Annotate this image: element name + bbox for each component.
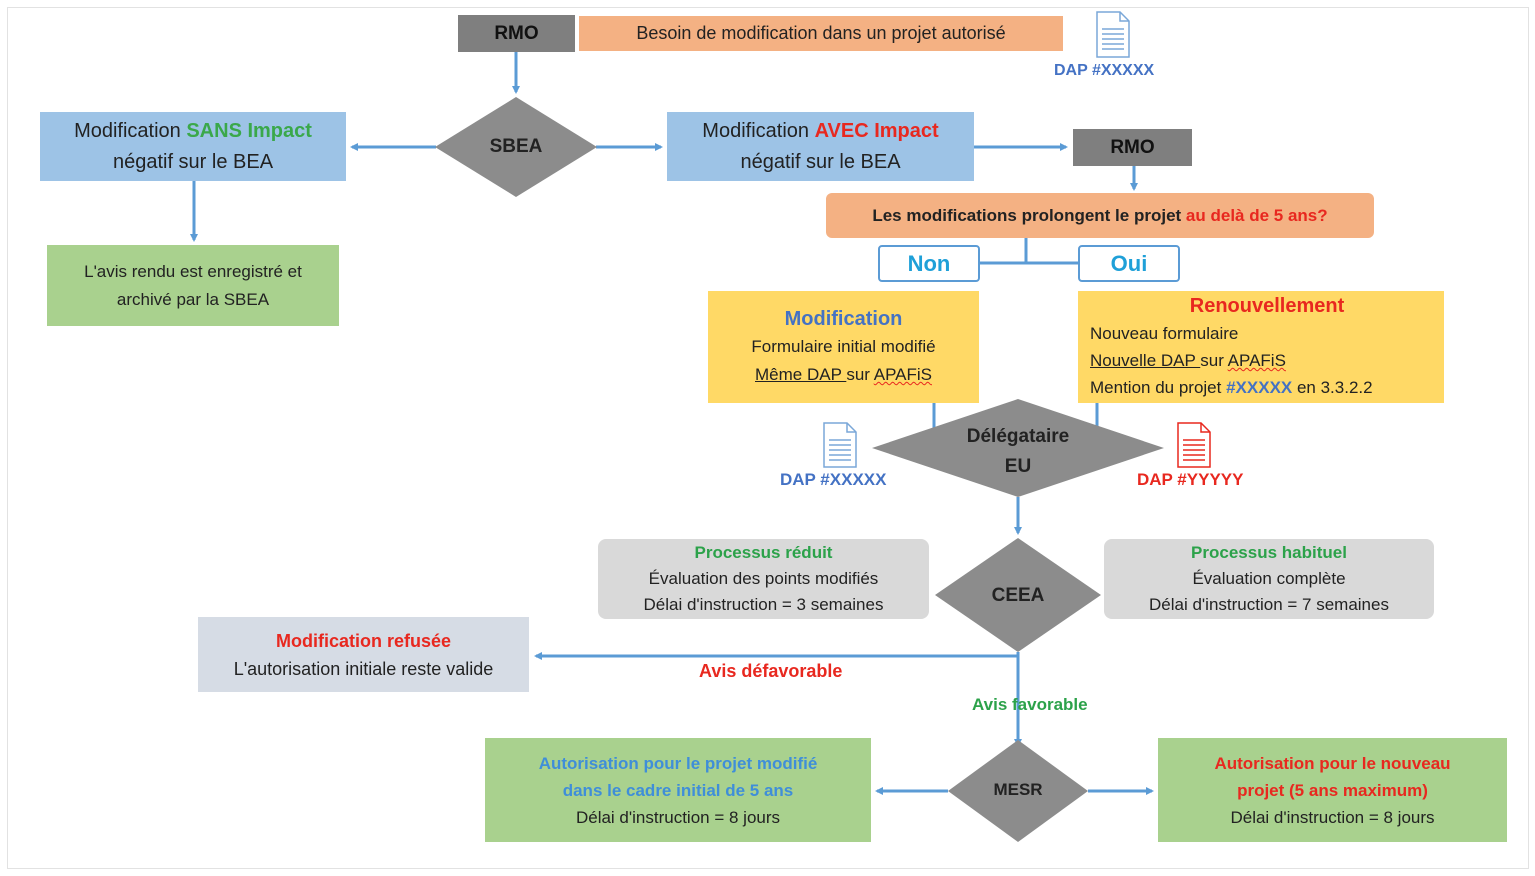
sans-impact-line1: Modification SANS Impact: [74, 116, 312, 147]
autorisation-nouveau-line1: Autorisation pour le nouveau: [1214, 753, 1451, 773]
avis-defavorable-label: Avis défavorable: [699, 661, 843, 681]
modification-title: Modification: [784, 308, 903, 330]
non-label: Non: [907, 250, 951, 276]
document-icon-top: [1096, 11, 1130, 58]
sans-impact-box: Modification SANS Impact négatif sur le …: [40, 112, 346, 181]
processus-reduit-line2: Délai d'instruction = 3 semaines: [643, 595, 884, 614]
modification-refusee-title: Modification refusée: [275, 630, 452, 651]
sans-impact-line2: négatif sur le BEA: [112, 150, 274, 173]
rmo-top-box: RMO: [458, 15, 575, 52]
modification-refusee-box: Modification refusée L'autorisation init…: [198, 617, 529, 692]
question-pre: Les modifications prolongent le projet: [872, 205, 1186, 225]
need-label: Besoin de modification dans un projet au…: [636, 23, 1006, 43]
processus-habituel-box: Processus habituel Évaluation complète D…: [1104, 539, 1434, 619]
renouvellement-line3-post: en 3.3.2.2: [1292, 378, 1373, 397]
diamond-mesr: [948, 740, 1088, 842]
avis-rendu-box: L'avis rendu est enregistré et archivé p…: [47, 245, 339, 326]
oui-label: Oui: [1110, 250, 1148, 276]
avec-impact-emph: AVEC Impact: [814, 119, 939, 142]
autorisation-modifie-line2: dans le cadre initial de 5 ans: [562, 780, 794, 800]
rmo-top-label: RMO: [494, 22, 539, 44]
autorisation-nouveau-box: Autorisation pour le nouveau projet (5 a…: [1158, 738, 1507, 842]
processus-reduit-title: Processus réduit: [694, 543, 833, 562]
diamond-delegataire: [872, 399, 1164, 497]
modification-line2-mid: sur: [846, 365, 874, 384]
document-icon-left: [823, 422, 857, 468]
non-box: Non: [878, 245, 980, 282]
dap-left-label: DAP #XXXXX: [780, 470, 887, 489]
sans-impact-pre: Modification: [74, 119, 187, 142]
renouvellement-line1: Nouveau formulaire: [1090, 324, 1239, 343]
dap-top-label: DAP #XXXXX: [1054, 62, 1155, 79]
avec-impact-line1: Modification AVEC Impact: [702, 116, 938, 147]
renouvellement-title: Renouvellement: [1189, 295, 1345, 317]
mesr-label: MESR: [993, 780, 1043, 799]
document-icon-right: [1177, 422, 1211, 468]
renouvellement-box: Renouvellement Nouveau formulaire Nouvel…: [1078, 291, 1444, 403]
processus-habituel-line1: Évaluation complète: [1192, 569, 1346, 588]
modification-refusee-line1: L'autorisation initiale reste valide: [233, 658, 494, 679]
renouvellement-line3-emph: #XXXXX: [1226, 378, 1293, 397]
avec-impact-pre: Modification: [702, 119, 815, 142]
diamond-sbea: [435, 97, 597, 197]
autorisation-modifie-box: Autorisation pour le projet modifié dans…: [485, 738, 871, 842]
avis-rendu-line1: L'avis rendu est enregistré et: [84, 261, 302, 281]
renouvellement-line2-underlined: Nouvelle DAP: [1090, 351, 1201, 370]
renouvellement-line3-pre: Mention du projet: [1090, 378, 1227, 397]
renouvellement-line2: Nouvelle DAP sur APAFiS: [1090, 347, 1286, 374]
modification-line2: Même DAP sur APAFiS: [755, 361, 932, 389]
processus-habituel-title: Processus habituel: [1191, 543, 1347, 562]
rmo-second-box: RMO: [1073, 129, 1192, 166]
need-box: Besoin de modification dans un projet au…: [579, 16, 1063, 51]
processus-reduit-line1: Évaluation des points modifiés: [648, 569, 879, 588]
avis-rendu-line2: archivé par la SBEA: [116, 289, 270, 309]
modification-line1: Formulaire initial modifié: [751, 337, 936, 356]
sbea-label: SBEA: [489, 136, 543, 157]
avec-impact-line2: négatif sur le BEA: [740, 150, 901, 173]
modification-line2-underlined: Même DAP: [755, 365, 847, 384]
delegataire-line1: Délégataire: [966, 426, 1070, 447]
sans-impact-emph: SANS Impact: [186, 119, 312, 142]
renouvellement-line3: Mention du projet #XXXXX en 3.3.2.2: [1090, 374, 1373, 401]
question-line: Les modifications prolongent le projet a…: [872, 206, 1327, 226]
autorisation-modifie-line1: Autorisation pour le projet modifié: [538, 753, 818, 773]
autorisation-nouveau-line2: projet (5 ans maximum): [1237, 780, 1428, 800]
modification-box: Modification Formulaire initial modifié …: [708, 291, 979, 403]
ceea-label: CEEA: [991, 585, 1045, 606]
avec-impact-box: Modification AVEC Impact négatif sur le …: [667, 112, 974, 181]
renouvellement-line2-mid: sur: [1200, 351, 1228, 370]
renouvellement-line2-apafis: APAFiS: [1227, 351, 1286, 370]
dap-right-label: DAP #YYYYY: [1137, 470, 1244, 489]
question-emph: au delà de 5 ans?: [1185, 205, 1328, 225]
question-box: Les modifications prolongent le projet a…: [826, 193, 1374, 238]
modification-line2-apafis: APAFiS: [873, 365, 932, 384]
delegataire-label: Délégataire EU: [948, 422, 1088, 482]
diamond-ceea: [935, 538, 1101, 652]
autorisation-nouveau-line3: Délai d'instruction = 8 jours: [1230, 807, 1435, 827]
autorisation-modifie-line3: Délai d'instruction = 8 jours: [575, 807, 781, 827]
delegataire-line2: EU: [1004, 456, 1032, 477]
processus-habituel-line2: Délai d'instruction = 7 semaines: [1149, 595, 1389, 614]
diagram-frame: [7, 7, 1529, 869]
avis-favorable-label: Avis favorable: [972, 695, 1088, 714]
processus-reduit-box: Processus réduit Évaluation des points m…: [598, 539, 929, 619]
rmo-second-label: RMO: [1110, 136, 1155, 158]
oui-box: Oui: [1078, 245, 1180, 282]
